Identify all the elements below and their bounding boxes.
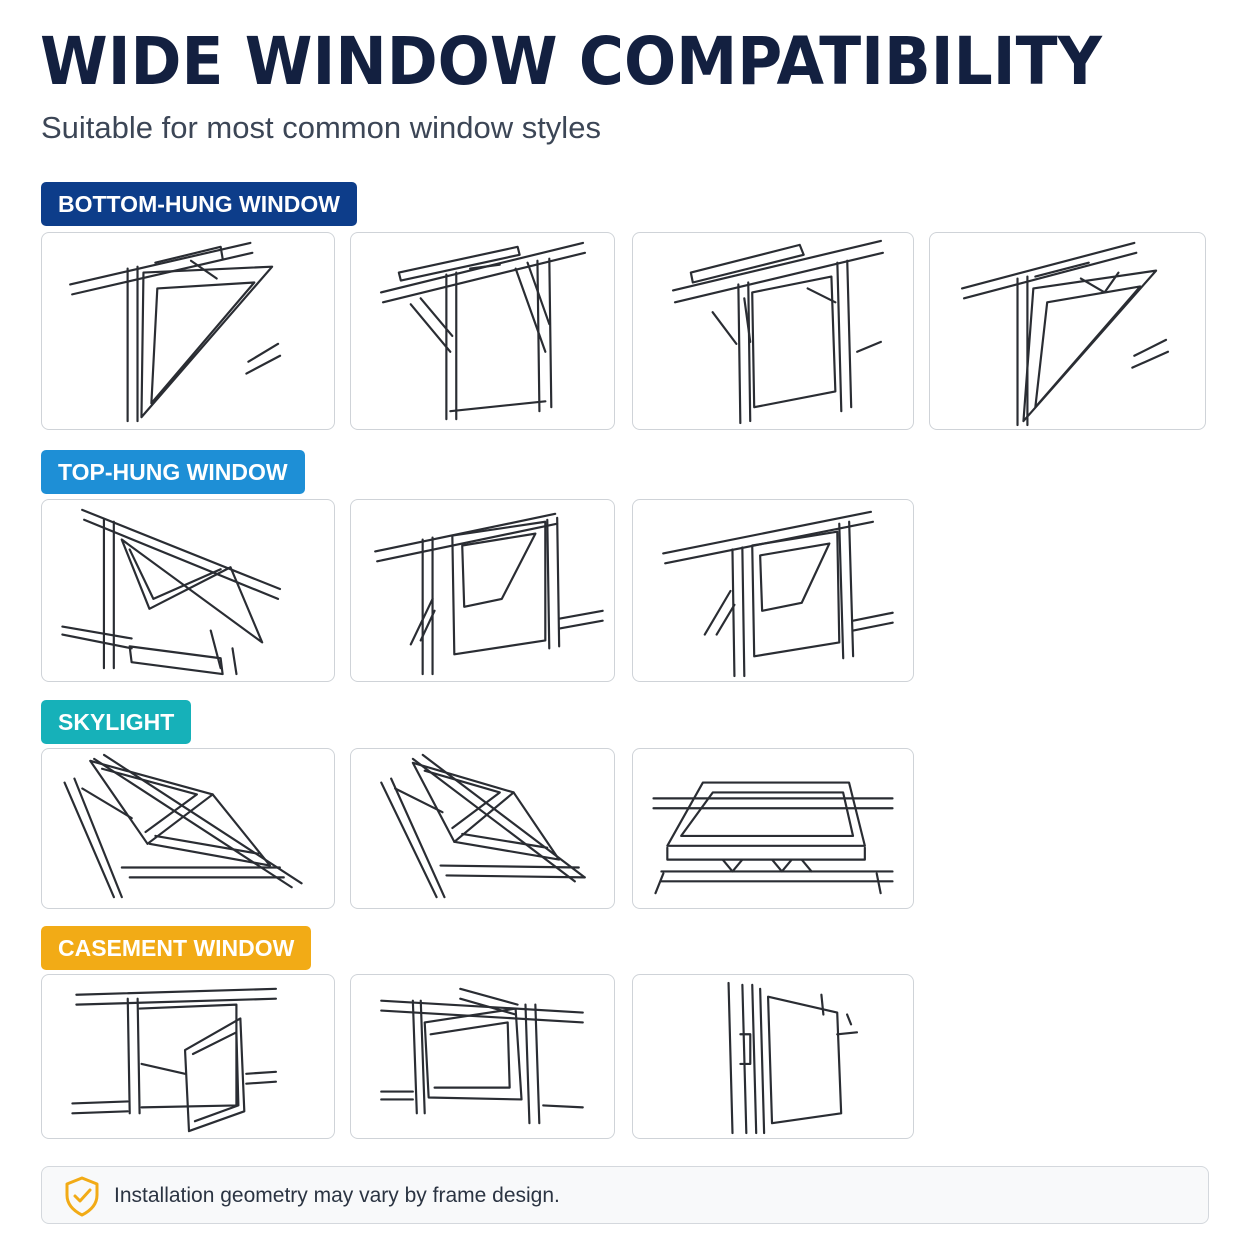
page-subtitle: Suitable for most common window styles bbox=[41, 110, 601, 145]
bottom-hung-illustration-2 bbox=[350, 232, 615, 430]
page-title: WIDE WINDOW COMPATIBILITY bbox=[40, 23, 1102, 100]
bottom-hung-illustration-4 bbox=[929, 232, 1206, 430]
section-badge-skylight: SKYLIGHT bbox=[41, 700, 192, 744]
skylight-illustration-2 bbox=[350, 748, 615, 909]
top-hung-illustration-1 bbox=[41, 499, 335, 682]
casement-illustration-1 bbox=[41, 974, 335, 1139]
casement-illustration-2 bbox=[350, 974, 615, 1139]
casement-illustration-3 bbox=[632, 974, 914, 1139]
footer-note: Installation geometry may vary by frame … bbox=[114, 1184, 560, 1207]
bottom-hung-illustration-1 bbox=[41, 232, 335, 430]
section-badge-casement: CASEMENT WINDOW bbox=[41, 926, 312, 970]
skylight-illustration-3 bbox=[632, 748, 914, 909]
top-hung-illustration-2 bbox=[350, 499, 615, 682]
footer-note-box: Installation geometry may vary by frame … bbox=[41, 1166, 1209, 1224]
section-badge-top-hung: TOP-HUNG WINDOW bbox=[41, 450, 305, 494]
top-hung-illustration-3 bbox=[632, 499, 914, 682]
shield-check-icon bbox=[65, 1176, 99, 1217]
section-badge-bottom-hung: BOTTOM-HUNG WINDOW bbox=[41, 182, 357, 226]
skylight-illustration-1 bbox=[41, 748, 335, 909]
bottom-hung-illustration-3 bbox=[632, 232, 914, 430]
